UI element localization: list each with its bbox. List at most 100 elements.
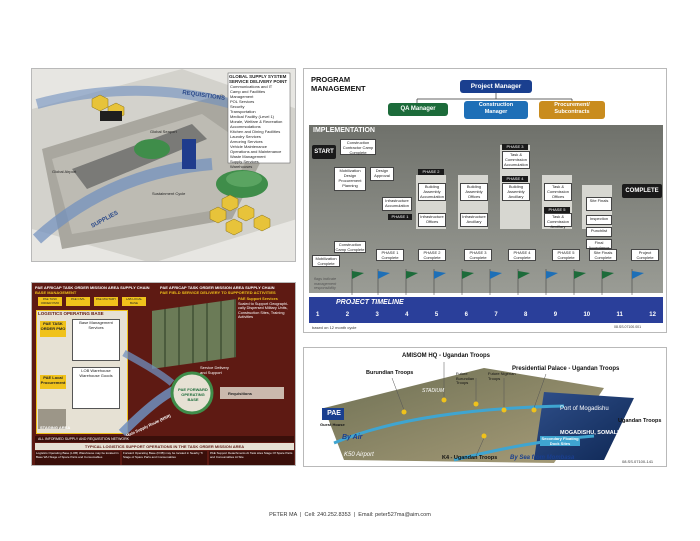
global-seaport-label: Global Seaport	[150, 129, 177, 134]
phase-label: PHASE 3	[502, 144, 528, 150]
supply-chain-header-right: PAE AFRICAP TASK ORDER MISSION AREA SUPP…	[160, 285, 276, 295]
global-airport-label: Global Airport	[52, 169, 77, 174]
footer-columns: Logistics Operating Base (LOB) Warehouse…	[35, 451, 294, 465]
phase-label: PHASE 1	[388, 214, 412, 220]
list-item: Morale, Welfare & Recreation	[230, 119, 283, 124]
logistics-base-title: LOGISTICS OPERATING BASE	[38, 311, 104, 316]
milestone: PHASE 3 Complete	[464, 249, 492, 261]
list-item: Accommodations	[230, 124, 261, 129]
lob-warehouse-box: LOB Warehouse Warehouse Goods	[72, 367, 120, 409]
by-sea-label: By Sea from Mombasa	[510, 455, 575, 461]
supply-route-arrows	[118, 349, 284, 437]
port-label: Port of Mogadishu	[560, 406, 609, 412]
typical-operations-bar: TYPICAL LOGISTICS SUPPORT OPERATIONS IN …	[35, 443, 294, 450]
phase-label: PHASE 4	[502, 176, 528, 182]
k4-label: K4 - Ugandan Troops	[442, 455, 498, 461]
construction-manager-box: Construction Manager	[464, 101, 528, 119]
footer-separator: |	[353, 512, 356, 518]
milestone: PHASE 1 Complete	[376, 249, 404, 261]
supply-system-diagram	[32, 69, 295, 261]
burundian-label: Burundian Troops	[366, 370, 414, 376]
month-label: 4	[405, 312, 409, 318]
start-box: START	[312, 145, 336, 159]
support-services: PAE Support Services Scaled to Support G…	[238, 297, 289, 320]
list-item: Armoring Services	[230, 139, 263, 144]
phase-label: PHASE 2	[418, 169, 444, 175]
supply-chain-panel: PAE AFRICAP TASK ORDER MISSION AREA SUPP…	[31, 282, 296, 466]
flow-box: Infrastructure Offices	[418, 213, 446, 227]
top-label: PAE MILITARY	[94, 297, 118, 306]
flow-box: Construction Contractor Camp Complete	[340, 139, 376, 155]
service-delivery-label: Service Delivery and Support	[200, 365, 229, 375]
program-management-panel: PROGRAM MANAGEMENT Project Manager QA Ma…	[303, 68, 667, 333]
staging-label: STAGING AREA	[40, 425, 71, 430]
flow-box: Design Approval	[370, 167, 394, 181]
list-item: Transportation	[230, 109, 256, 114]
future-burundian-label: Future Burundian Troops	[456, 371, 475, 386]
stadium-label: STADIUM	[422, 388, 445, 394]
timeline-bar	[309, 297, 663, 323]
milestone: Site Finals Complete	[589, 249, 617, 261]
flag-note: flags indicate management responsibility	[314, 277, 337, 290]
mogadishu-map-panel: AMISOM HQ - Ugandan Troops Burundian Tro…	[303, 347, 667, 467]
author-name: PETER MA	[269, 512, 297, 518]
airport-label: K50 Airport	[344, 452, 374, 458]
footer-separator: |	[300, 512, 302, 518]
list-item: Medical Facility (Level 1)	[230, 114, 275, 119]
center-circle-label: PAE FORWARD OPERATING BASE	[178, 387, 208, 402]
flow-box: Inspection	[586, 215, 612, 225]
month-label: 1	[316, 312, 320, 318]
month-label: 11	[616, 312, 623, 318]
ugandan-right-label: Ugandan Troops	[618, 418, 662, 424]
footer-column: Logistics Operating Base (LOB) Warehouse…	[35, 451, 120, 465]
milestone: Construction Camp Complete	[334, 241, 366, 253]
base-services-box: Base Management Services	[72, 319, 120, 361]
program-management-title: PROGRAM MANAGEMENT	[311, 75, 366, 93]
timeline-basis: based on 12 month cycle	[312, 325, 357, 330]
flow-box: Site Finals	[586, 197, 612, 211]
flow-box: Mobilization Design Procurement Planning	[334, 167, 366, 191]
footer-column: Forward Operating Base (FOB) may be loca…	[122, 451, 207, 465]
flow-box: Infrastructure Ancillary	[460, 213, 488, 227]
supply-system-items: Communications and IT Camp and Facilitie…	[230, 84, 288, 169]
milestone: Project Complete	[631, 249, 659, 261]
milestone: PHASE 4 Complete	[508, 249, 536, 261]
list-item: Communications and IT	[230, 84, 273, 89]
month-label: 5	[434, 312, 439, 318]
month-label: 8	[524, 312, 528, 318]
flow-box: Building Assembly Ancillary	[502, 183, 530, 201]
list-item: Warehouses	[230, 164, 253, 169]
guest-house-label: Guest House	[320, 422, 345, 427]
list-item: Waste Management	[230, 154, 266, 159]
phone-text: Cell: 240.252.8353	[304, 512, 351, 518]
task-order-box: PAE TASK ORDER PMO	[40, 321, 66, 337]
month-label: 6	[464, 312, 468, 318]
month-label: 12	[649, 312, 656, 318]
milestone: PHASE 2 Complete	[418, 249, 446, 261]
contact-footer: PETER MA | Cell: 240.252.8353 | Email: p…	[0, 512, 700, 518]
informed-network-bar: ALL INFORMED SUPPLY AND REQUISITION NETW…	[35, 436, 294, 442]
month-label: 9	[553, 312, 558, 318]
list-item: Security	[230, 104, 245, 109]
month-label: 7	[494, 312, 498, 318]
flow-box: Task & Commission Ancillary	[544, 213, 572, 229]
flow-box: Task & Commission Accumulation	[502, 151, 530, 169]
flow-box: Infrastructure Accumulation	[382, 197, 412, 211]
flow-box: Punchlist	[586, 227, 612, 237]
terrain-map	[322, 362, 634, 463]
top-label: LAB LOCAL BASE	[122, 297, 146, 306]
floating-dock-box: Secondary Floating Dock Sites	[540, 436, 580, 446]
qa-manager-box: QA Manager	[388, 103, 448, 116]
month-label: 3	[375, 312, 379, 318]
list-item: Camp and Facilities Management	[230, 89, 266, 99]
staging-area	[38, 409, 66, 429]
sustainment-cycle-label: Sustainment Cycle	[152, 191, 186, 196]
month-label: 2	[345, 312, 350, 318]
list-item: Supply Services	[230, 159, 259, 164]
email-link[interactable]: Email: peter527ma@aim.com	[358, 512, 431, 518]
implementation-title: IMPLEMENTATION	[313, 127, 375, 134]
presidential-label: Presidential Palace - Ugandan Troops	[512, 366, 620, 372]
future-nigerian-label: Future Nigerian Troops	[488, 371, 516, 381]
local-procurement-box: PAE Local Procurement	[40, 375, 66, 389]
footer-column: PAE Support Detachments At Task sites St…	[209, 451, 294, 465]
